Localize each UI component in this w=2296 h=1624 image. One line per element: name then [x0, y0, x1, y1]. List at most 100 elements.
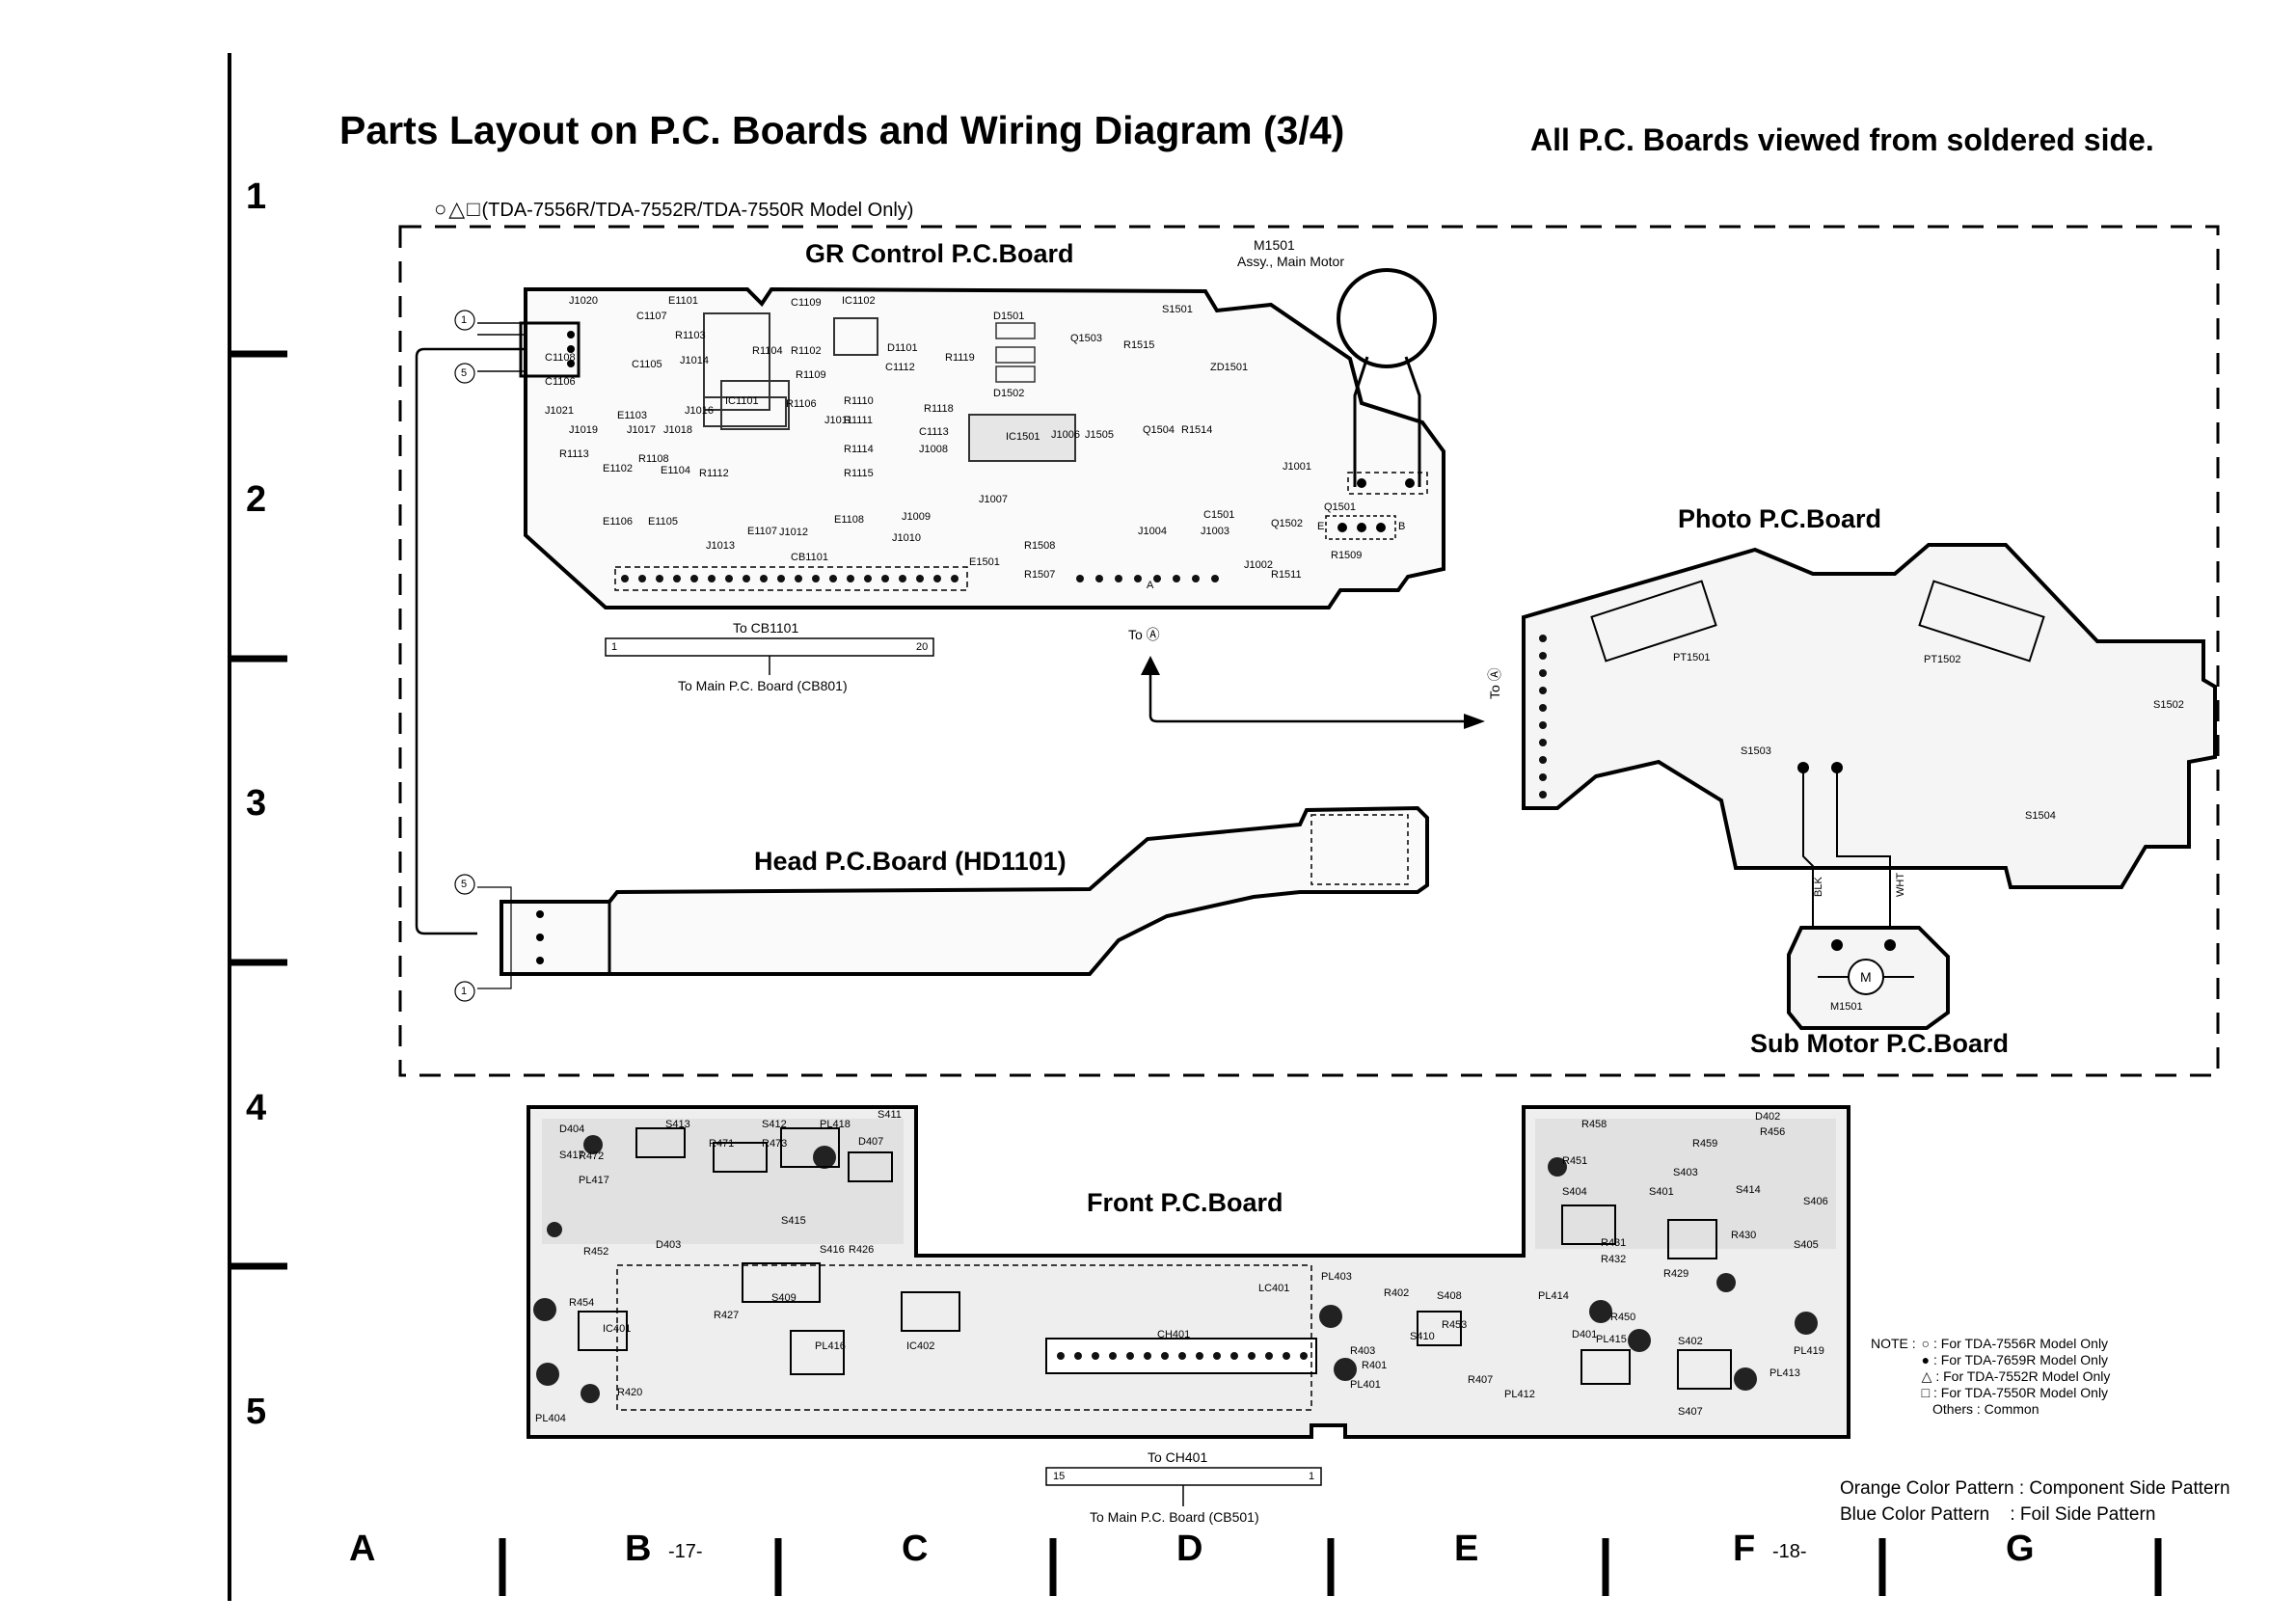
photo-connector-pins [1539, 635, 1547, 798]
part-label: R401 [1362, 1360, 1388, 1371]
part-label: S1502 [2153, 699, 2184, 711]
pin-mark-1-head: 1 [461, 986, 468, 997]
part-label: R1109 [796, 369, 826, 381]
part-label: S416 [820, 1244, 845, 1256]
part-label: R429 [1663, 1268, 1689, 1280]
to-cb1101-label: To CB1101 [733, 620, 799, 636]
part-label: S403 [1673, 1167, 1698, 1178]
front-components [533, 1135, 1818, 1403]
part-label: J1006 [1051, 429, 1080, 441]
column-label-d: D [1176, 1529, 1203, 1569]
wire-color-blk: BLK [1813, 877, 1824, 897]
ch401-connector-box [1045, 1467, 1322, 1486]
part-label: C1106 [545, 376, 576, 388]
page-number-left: -17- [668, 1541, 703, 1562]
photo-to-a-label: To Ⓐ [1487, 667, 1502, 699]
part-label: R1111 [844, 415, 873, 426]
model-note-text: (TDA-7556R/TDA-7552R/TDA-7550R Model Onl… [481, 200, 914, 221]
part-label: J1003 [1201, 526, 1229, 537]
notes-others: Others : Common [1932, 1401, 2039, 1417]
main-motor-circle [1337, 268, 1437, 368]
legend-pattern: Orange Color Pattern [1840, 1478, 2014, 1499]
part-label: R1110 [844, 395, 874, 407]
notes-heading: NOTE : [1871, 1336, 1916, 1351]
part-label: PL417 [579, 1175, 609, 1186]
main-motor-desc: Assy., Main Motor [1237, 254, 1344, 269]
note-symbol: ○ [1921, 1336, 1931, 1351]
part-label: PL401 [1350, 1379, 1381, 1391]
part-label: R451 [1562, 1155, 1588, 1167]
head-board [500, 805, 1429, 976]
part-label: R432 [1601, 1254, 1627, 1265]
part-label: S401 [1649, 1186, 1674, 1198]
part-label: R1507 [1024, 569, 1056, 581]
to-main-cb801-label: To Main P.C. Board (CB801) [678, 678, 848, 693]
part-label: D401 [1572, 1329, 1598, 1340]
front-board-label: Front P.C.Board [1087, 1188, 1283, 1217]
to-ch401-label: To CH401 [1148, 1449, 1208, 1465]
part-label: R473 [762, 1138, 788, 1150]
part-label: S1501 [1162, 304, 1193, 315]
ch401-pin-end: 1 [1309, 1471, 1315, 1482]
part-label: D1501 [993, 311, 1025, 322]
part-label: J1004 [1138, 526, 1167, 537]
note-item: ● : For TDA-7659R Model Only [1921, 1352, 2109, 1367]
part-label: J1014 [680, 355, 709, 366]
part-label: R452 [583, 1246, 609, 1258]
part-label: R407 [1468, 1374, 1494, 1386]
part-label: J1008 [919, 444, 948, 455]
ch401-pins [1057, 1352, 1308, 1360]
part-label: E1104 [661, 465, 690, 476]
part-label: C1108 [545, 352, 576, 364]
sub-motor-board-label: Sub Motor P.C.Board [1750, 1029, 2010, 1058]
part-label: E1102 [603, 463, 633, 474]
motor-symbol: M [1860, 969, 1872, 985]
part-label: E1107 [747, 526, 777, 537]
part-label: C1107 [636, 311, 667, 322]
note-item: ○ : For TDA-7556R Model Only [1921, 1336, 2109, 1351]
column-label-f: F [1733, 1529, 1756, 1569]
page-title: Parts Layout on P.C. Boards and Wiring D… [339, 108, 1345, 152]
part-label: IC1102 [842, 295, 876, 307]
part-label: R1118 [924, 403, 954, 415]
part-label: IC1101 [725, 395, 759, 407]
part-label: PT1501 [1673, 652, 1711, 663]
part-label: IC401 [603, 1323, 632, 1335]
part-label: CB1101 [791, 552, 828, 563]
part-label: J1019 [569, 424, 598, 436]
column-separators [499, 1538, 2162, 1596]
model-only-note: ○△□(TDA-7556R/TDA-7552R/TDA-7550R Model … [434, 197, 913, 222]
part-label: CH401 [1157, 1329, 1191, 1340]
part-label: S404 [1562, 1186, 1587, 1198]
row-label-5: 5 [246, 1392, 267, 1432]
part-label: LC401 [1258, 1283, 1290, 1294]
sub-motor-ref: M1501 [1830, 1001, 1863, 1013]
part-label: R456 [1760, 1126, 1786, 1138]
row-label-2: 2 [246, 479, 267, 520]
part-label: R1511 [1271, 569, 1302, 581]
column-label-g: G [2006, 1529, 2035, 1569]
part-label: R402 [1384, 1287, 1410, 1299]
part-label: PL415 [1596, 1334, 1627, 1345]
part-label: R454 [569, 1297, 595, 1309]
column-label-b: B [625, 1529, 652, 1569]
part-label: S413 [665, 1119, 690, 1130]
note-item: △ : For TDA-7552R Model Only [1921, 1368, 2111, 1384]
part-label: R459 [1692, 1138, 1718, 1150]
cb1101-connector-box [605, 637, 934, 657]
part-label: C1501 [1203, 509, 1235, 521]
j1004-pins [1076, 575, 1219, 582]
part-label: D1101 [887, 342, 918, 354]
part-label: PL413 [1769, 1367, 1800, 1379]
part-label: R1509 [1331, 550, 1363, 561]
part-label: S1503 [1741, 745, 1771, 757]
part-label: R426 [849, 1244, 875, 1256]
legend-meaning: : Component Side Pattern [2018, 1478, 2230, 1499]
part-label: PT1502 [1924, 654, 1961, 665]
pin-mark-a-gr: A [1147, 580, 1154, 591]
part-label: R1114 [844, 444, 874, 455]
part-label: R430 [1731, 1230, 1757, 1241]
part-label: PL419 [1794, 1345, 1824, 1357]
main-motor-ref: M1501 [1254, 237, 1295, 253]
